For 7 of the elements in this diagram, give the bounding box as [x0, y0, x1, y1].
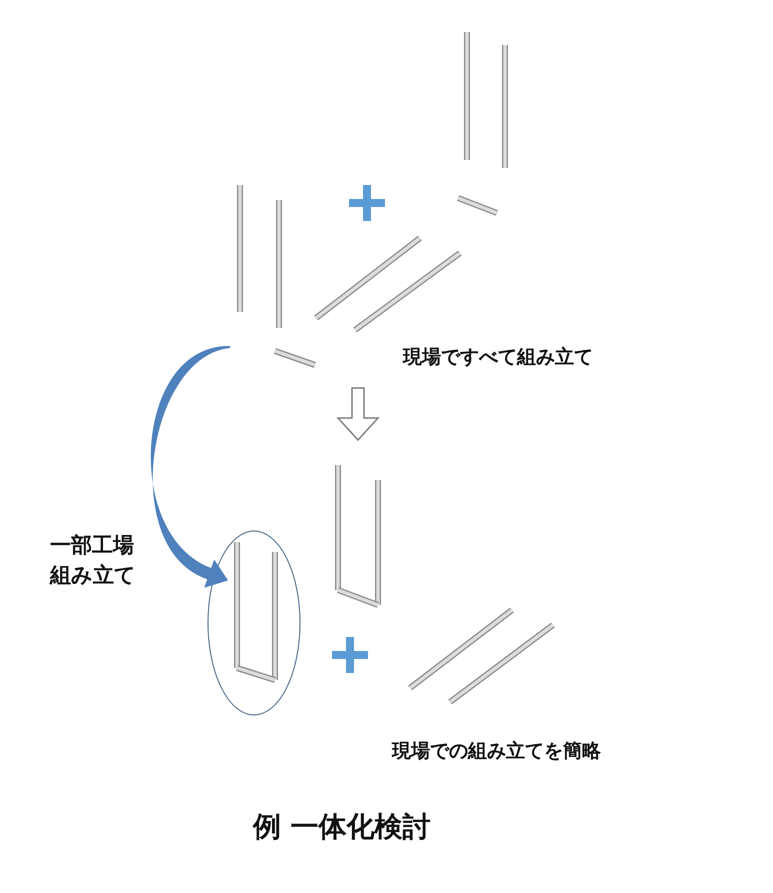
note-text: 一部工場組み立て — [50, 532, 137, 590]
highlight-ellipse — [207, 530, 301, 716]
note-text: 現場での組み立てを簡略 — [392, 739, 601, 764]
arrow — [336, 387, 380, 442]
caption: 例 一体化検討 — [253, 809, 431, 845]
arrow — [151, 346, 230, 588]
note-text: 現場ですべて組み立て — [403, 345, 593, 370]
